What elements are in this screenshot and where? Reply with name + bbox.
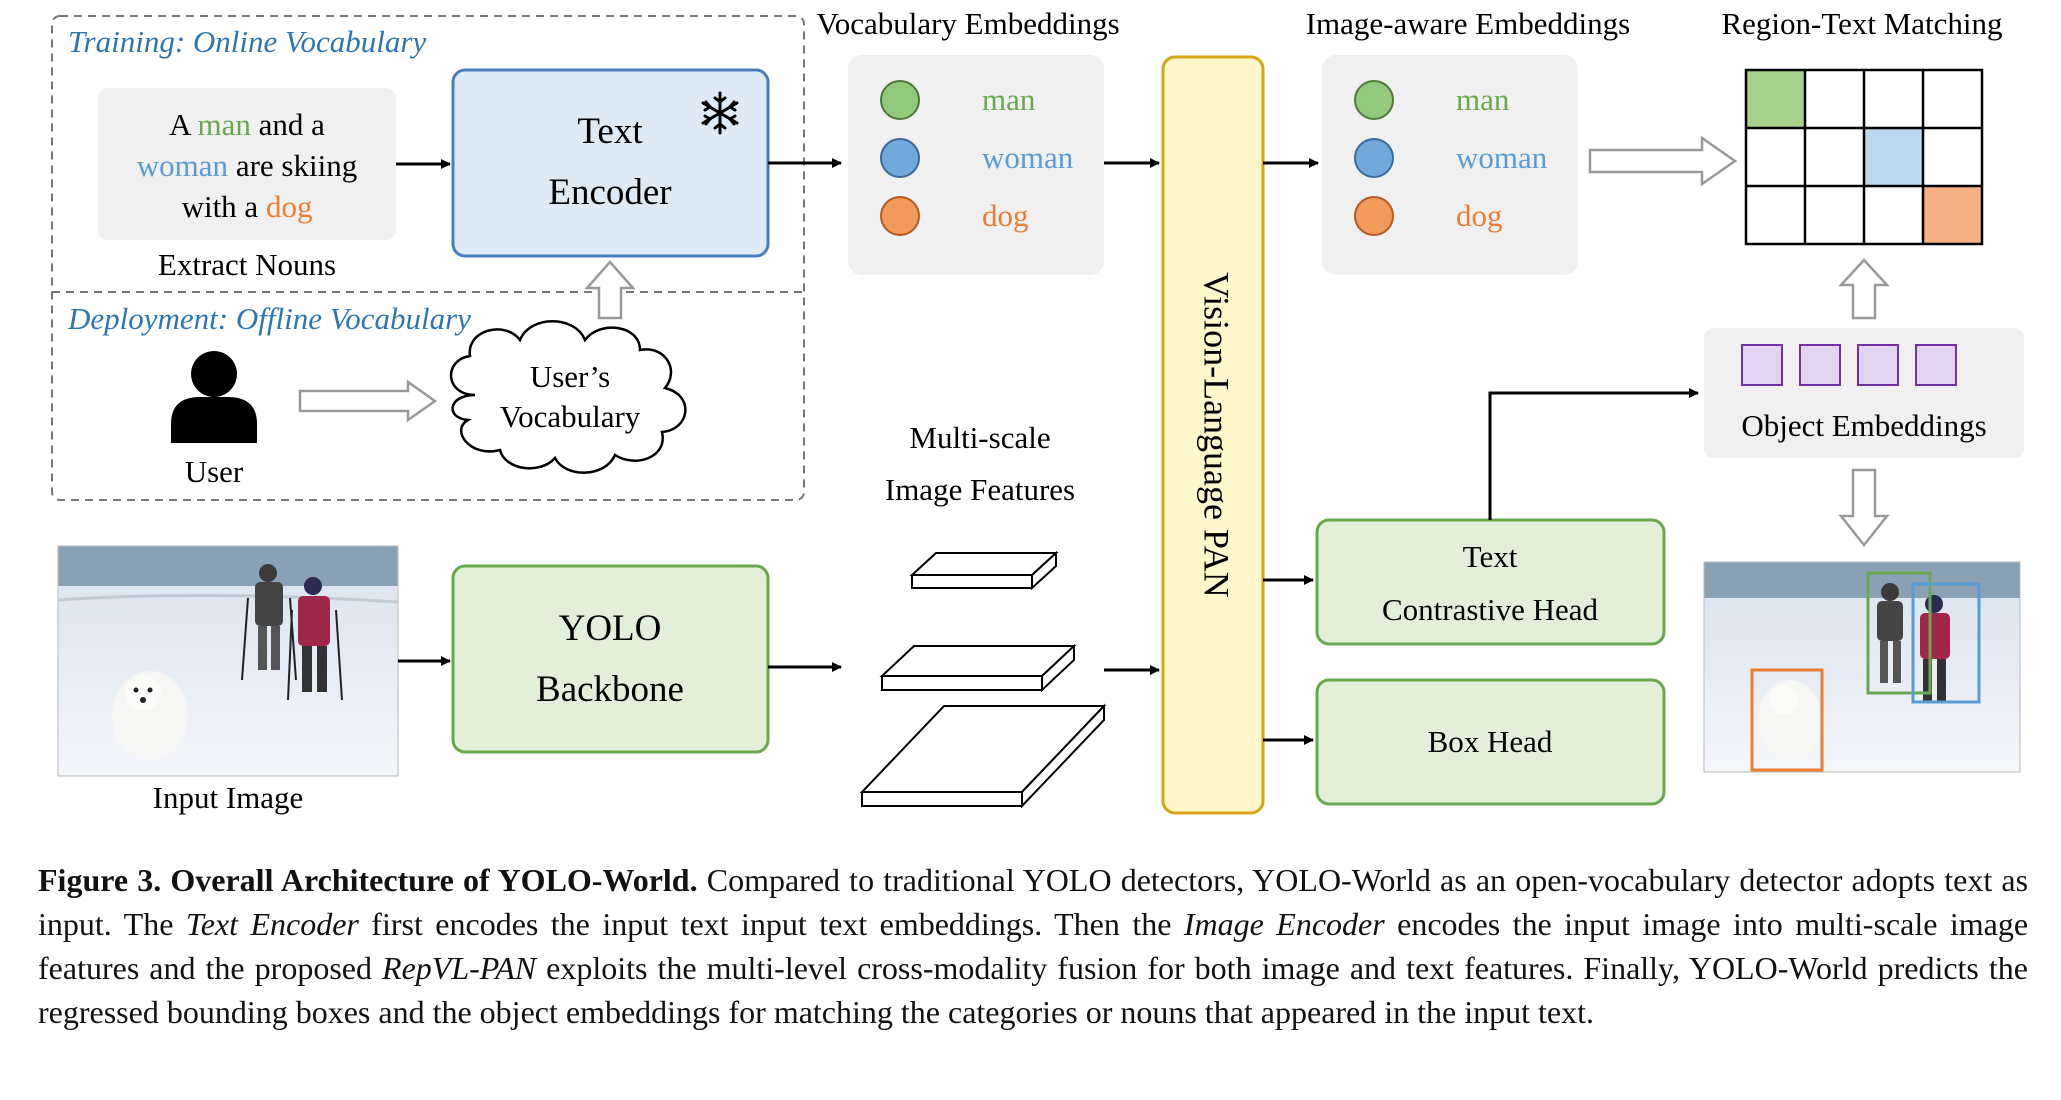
input-image-label: Input Image [153, 780, 304, 815]
vision-language-pan-label: Vision-Language PAN [1197, 272, 1237, 597]
embedding-label-man: man [1456, 82, 1510, 117]
embedding-dot-woman [880, 138, 920, 178]
arrow-object-to-output [1838, 468, 1890, 548]
image-aware-embeddings-title: Image-aware Embeddings [1306, 6, 1631, 41]
multi-scale-features-line1: Multi-scale [909, 420, 1050, 455]
user-vocabulary-cloud [449, 320, 687, 474]
caption-text-4: exploits the multi-level cross-modality … [38, 950, 2029, 1030]
user-icon [171, 351, 257, 443]
input-text-line2: woman are skiing [137, 148, 357, 183]
input-text-line3: with a dog [182, 189, 313, 224]
caption-italic-text-encoder: Text Encoder [185, 906, 359, 942]
caption-text-3: encodes the input image into multi-scale… [38, 906, 2029, 986]
caption-figure-number: Figure 3. [38, 862, 162, 898]
embedding-dot-dog [1354, 196, 1394, 236]
deployment-label: Deployment: Offline Vocabulary [67, 301, 471, 336]
text-encoder-label-2: Encoder [548, 172, 671, 213]
input-text-line1: A man and a [169, 107, 325, 142]
figure-caption: Figure 3. Overall Architecture of YOLO-W… [38, 858, 2028, 1034]
image-aware-embeddings-list: man woman dog [1354, 80, 1548, 236]
box-head-box [1315, 678, 1666, 806]
yolo-backbone-box [451, 564, 770, 754]
snowflake-icon [701, 91, 739, 135]
object-embeddings-label: Object Embeddings [1741, 408, 1986, 443]
detection-box-woman [1911, 582, 1981, 704]
matching-cell-woman [1864, 128, 1923, 186]
region-text-matching-title: Region-Text Matching [1721, 6, 2002, 41]
matching-cell-man [1746, 70, 1805, 128]
user-label: User [185, 454, 244, 489]
caption-italic-repvl-pan: RepVL-PAN [382, 950, 537, 986]
text-encoder-label-1: Text [577, 111, 643, 152]
matching-cell-dog [1923, 186, 1982, 244]
yolo-backbone-label-1: YOLO [559, 608, 662, 649]
embedding-dot-dog [880, 196, 920, 236]
text-contrastive-head-line1: Text [1463, 539, 1518, 574]
vision-language-pan-box [1161, 55, 1265, 815]
caption-title: Overall Architecture of YOLO-World. [170, 862, 698, 898]
text-contrastive-head-line2: Contrastive Head [1382, 592, 1599, 627]
embedding-dot-woman [1354, 138, 1394, 178]
embedding-label-man: man [982, 82, 1036, 117]
feature-maps [859, 550, 1107, 809]
caption-italic-image-encoder: Image Encoder [1183, 906, 1385, 942]
arrow-contrastive-to-object [1488, 388, 1699, 520]
caption-text-1: Compared to traditional YOLO detectors, … [38, 862, 2029, 942]
multi-scale-features-line2: Image Features [885, 472, 1075, 507]
user-vocabulary-line1: User’s [530, 359, 610, 394]
user-vocabulary-line2: Vocabulary [500, 399, 641, 434]
arrow-image-aware-to-matching [1588, 135, 1738, 187]
embedding-label-dog: dog [982, 198, 1029, 233]
extract-nouns-label: Extract Nouns [158, 247, 336, 282]
embedding-dot-man [1354, 80, 1394, 120]
embedding-label-dog: dog [1456, 198, 1503, 233]
embedding-label-woman: woman [1456, 140, 1548, 175]
box-head-label: Box Head [1428, 724, 1553, 759]
region-text-matching-grid [1744, 68, 1984, 246]
object-embedding-squares [1741, 344, 1957, 386]
arrow-object-to-matching [1838, 258, 1890, 320]
architecture-diagram: Training: Online Vocabulary Deployment: … [51, 6, 2024, 815]
detection-box-dog [1750, 668, 1824, 772]
vocabulary-embeddings-list: man woman dog [880, 80, 1074, 236]
caption-text-2: first encodes the input text input text … [358, 906, 1184, 942]
input-image [57, 545, 399, 777]
training-label: Training: Online Vocabulary [68, 24, 426, 59]
input-text-box [98, 88, 396, 240]
vocabulary-embeddings-title: Vocabulary Embeddings [816, 6, 1119, 41]
arrow-user-to-vocabulary [298, 379, 438, 423]
detection-box-man [1866, 571, 1932, 695]
yolo-backbone-label-2: Backbone [536, 669, 684, 710]
output-image [1703, 561, 2021, 773]
embedding-label-woman: woman [982, 140, 1074, 175]
embedding-dot-man [880, 80, 920, 120]
arrow-vocab-to-encoder [584, 260, 636, 320]
vocabulary-frame [51, 15, 805, 501]
